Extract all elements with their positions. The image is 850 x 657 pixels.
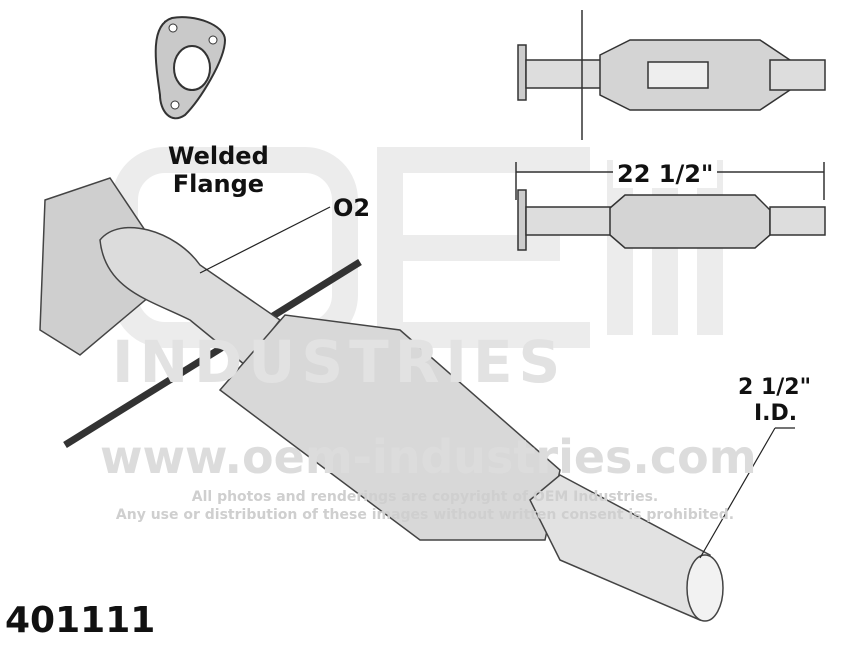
welded-flange-label: Welded Flange [168,142,269,198]
outlet-size-label: 2 1/2" [738,375,812,400]
side-view-drawing [515,162,826,251]
copyright-notice: All photos and renderings are copyright … [0,488,850,524]
copyright-line-2: Any use or distribution of these images … [115,507,735,523]
flange-gasket-drawing [154,16,227,120]
part-number: 401111 [5,600,156,641]
o2-sensor-label: O2 [333,194,371,222]
overall-length-label: 22 1/2" [613,160,718,188]
copyright-line-1: All photos and renderings are copyright … [191,489,659,505]
watermark-url: www.oem-industries.com [100,430,757,484]
outlet-id-label: I.D. [754,401,798,426]
watermark-industries: INDUSTRIES [112,328,567,396]
main-view-drawing [39,177,795,622]
top-view-drawing [517,10,826,140]
